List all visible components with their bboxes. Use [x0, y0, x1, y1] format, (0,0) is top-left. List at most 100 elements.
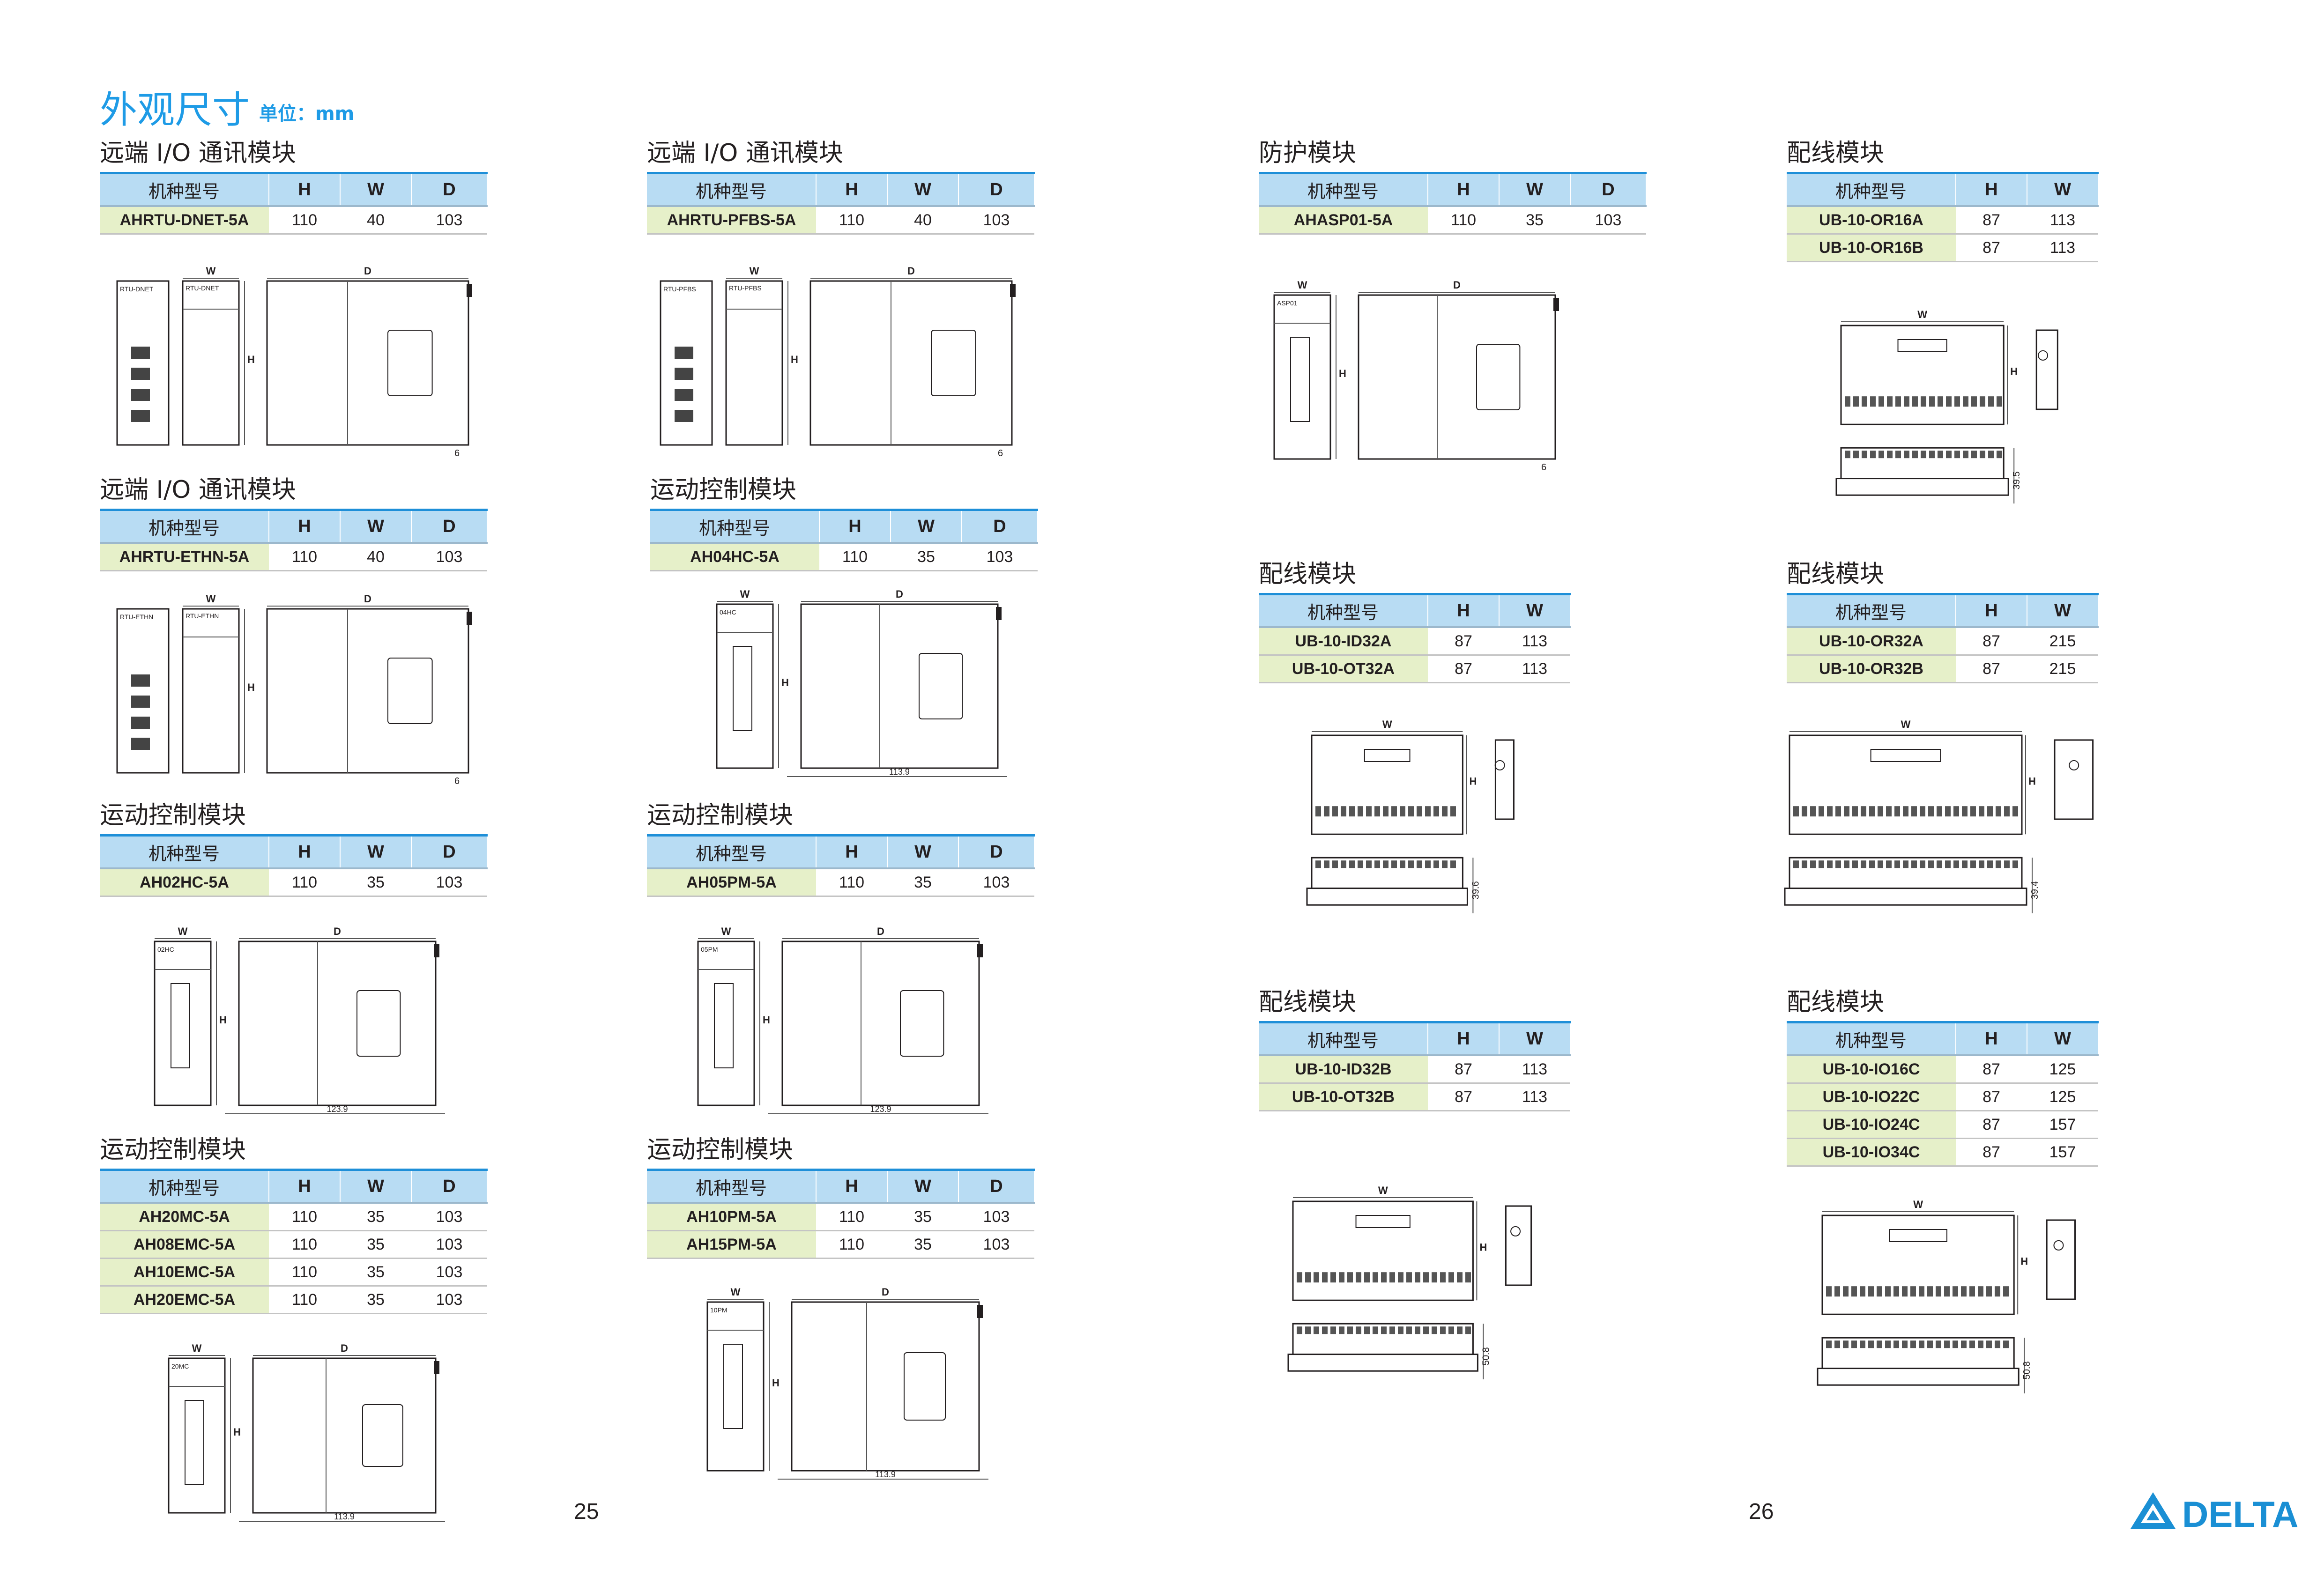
d-label: D — [1453, 279, 1461, 291]
terminal — [1457, 1326, 1463, 1334]
value-cell: 103 — [411, 1203, 487, 1231]
terminal — [1322, 1272, 1328, 1283]
value-cell: 110 — [269, 1203, 340, 1231]
terminal — [1408, 806, 1414, 817]
section-title: 配线模块 — [1259, 560, 1357, 588]
d-label: D — [341, 1342, 348, 1354]
terminal — [2012, 806, 2018, 817]
value-cell: 35 — [340, 1258, 411, 1287]
terminal — [1423, 1326, 1429, 1334]
value-cell: 87 — [1428, 627, 1499, 656]
terminal — [1878, 860, 1883, 868]
slot — [733, 646, 752, 731]
terminal — [1936, 1286, 1941, 1297]
terminal — [1448, 1326, 1454, 1334]
col-header-model: 机种型号 — [647, 834, 817, 869]
col-header-model: 机种型号 — [647, 172, 817, 207]
section-title: 防护模块 — [1259, 139, 1357, 167]
module-label: 04HC — [720, 608, 736, 616]
col-header-d: D — [411, 834, 488, 869]
value-cell: 35 — [1499, 206, 1570, 235]
w-label: W — [1378, 1185, 1388, 1196]
terminal — [1448, 1272, 1454, 1283]
latch — [434, 944, 439, 957]
value-cell: 103 — [958, 868, 1034, 897]
terminal — [1912, 396, 1918, 407]
terminal — [1442, 806, 1448, 817]
col-header-w: W — [1499, 172, 1571, 207]
terminal — [1988, 451, 1994, 459]
module-side — [809, 280, 1013, 446]
terminal — [1929, 396, 1935, 407]
terminal — [1885, 1340, 1891, 1348]
terminal — [1793, 806, 1799, 817]
value-cell: 103 — [1570, 206, 1646, 235]
value-cell: 110 — [819, 543, 891, 571]
terminal — [1961, 1286, 1967, 1297]
terminal — [1383, 860, 1388, 868]
terminal — [1406, 1272, 1412, 1283]
terminal — [1929, 451, 1935, 459]
screw — [2038, 350, 2049, 361]
h-label: H — [1469, 776, 1477, 787]
board-top — [1311, 734, 1463, 835]
terminal — [1944, 1340, 1950, 1348]
terminal — [1953, 1340, 1958, 1348]
terminal — [1928, 860, 1934, 868]
terminal — [1979, 806, 1984, 817]
terminal — [1433, 860, 1439, 868]
terminal — [1819, 860, 1824, 868]
latch — [434, 1361, 439, 1374]
w-label: W — [192, 1342, 202, 1354]
model-cell: UB-10-ID32A — [1259, 627, 1428, 656]
terminal — [1374, 860, 1380, 868]
value-cell: 87 — [1956, 234, 2027, 262]
value-cell: 35 — [887, 1230, 958, 1259]
terminal — [1887, 451, 1893, 459]
latch — [467, 612, 472, 625]
terminal — [1305, 1272, 1311, 1283]
terminal — [1315, 806, 1321, 817]
model-cell: AH10EMC-5A — [100, 1258, 269, 1287]
terminal — [1364, 1272, 1370, 1283]
terminal — [1862, 451, 1867, 459]
depth-label: 123.9 — [327, 1104, 348, 1114]
col-header-w: W — [887, 172, 959, 207]
terminal — [1465, 1326, 1471, 1334]
w-label: W — [1382, 718, 1392, 730]
col-header-w: W — [340, 172, 412, 207]
terminal — [1845, 396, 1850, 407]
terminal — [1986, 1286, 1992, 1297]
model-cell: AH05PM-5A — [647, 868, 816, 897]
terminal — [1366, 806, 1372, 817]
col-header-model: 机种型号 — [100, 509, 269, 544]
terminal — [1996, 806, 2001, 817]
d-label: D — [364, 593, 371, 605]
terminal — [1911, 860, 1917, 868]
value-cell: 35 — [887, 868, 958, 897]
value-cell: 113 — [2027, 234, 2098, 262]
latch — [977, 944, 983, 957]
terminal — [1963, 396, 1968, 407]
value-cell: 35 — [340, 1286, 411, 1314]
col-header-d: D — [958, 1169, 1035, 1204]
terminal — [1417, 806, 1422, 817]
section-title: 配线模块 — [1787, 139, 1885, 167]
terminal — [1374, 806, 1380, 817]
terminal — [1835, 860, 1841, 868]
slot — [1290, 337, 1310, 422]
col-header-h: H — [269, 509, 341, 544]
